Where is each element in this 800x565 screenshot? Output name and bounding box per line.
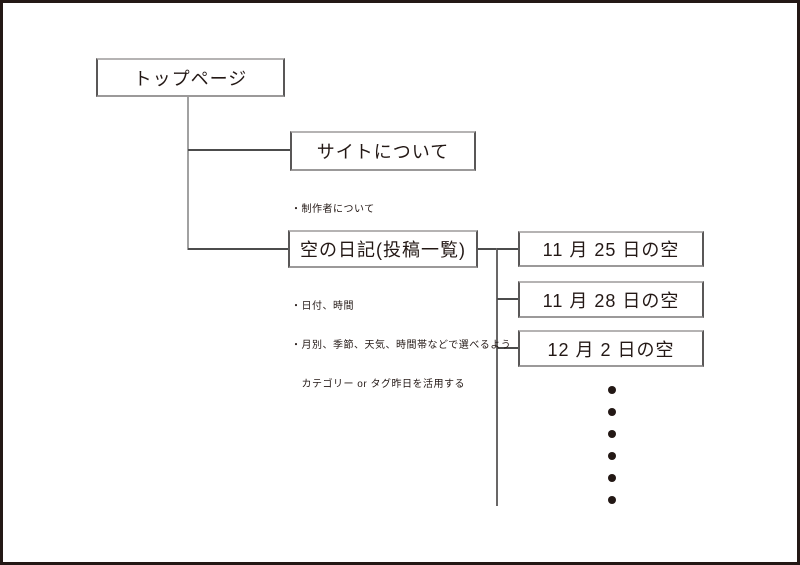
node-sky-diary-label: 空の日記(投稿一覧)	[300, 240, 466, 260]
notes-sky-diary: ・日付、時間 ・月別、季節、天気、時間帯などで選べるよう カテゴリー or タグ…	[291, 274, 511, 417]
note-line: カテゴリー or タグ昨日を活用する	[291, 379, 465, 390]
connector-branch-post-2	[497, 298, 518, 300]
ellipsis-dot	[608, 386, 616, 394]
connector-diary-to-posts	[478, 248, 498, 250]
node-about-site: サイトについて	[290, 131, 476, 171]
node-post-nov28-label: 11 月 28 日の空	[542, 290, 680, 311]
ellipsis-dot	[608, 408, 616, 416]
connector-branch-site	[188, 149, 290, 151]
node-post-nov28: 11 月 28 日の空	[518, 281, 704, 318]
note-line: ・日付、時間	[291, 301, 354, 312]
ellipsis-dot	[608, 474, 616, 482]
note-line: ・制作者について	[291, 204, 375, 215]
connector-posts-trunk	[496, 248, 498, 506]
connector-branch-post-1	[497, 248, 518, 250]
note-line: ・月別、季節、天気、時間帯などで選べるよう	[291, 340, 512, 351]
connector-branch-diary	[188, 248, 288, 250]
node-post-nov25: 11 月 25 日の空	[518, 231, 704, 267]
node-top-page: トップページ	[96, 58, 285, 97]
node-sky-diary: 空の日記(投稿一覧)	[288, 230, 478, 268]
ellipsis-dot	[608, 430, 616, 438]
ellipsis-dots	[608, 386, 616, 504]
connector-root-trunk	[187, 97, 189, 250]
node-about-site-label: サイトについて	[316, 142, 450, 162]
node-top-page-label: トップページ	[133, 68, 248, 89]
node-post-dec2-label: 12 月 2 日の空	[547, 339, 675, 360]
connector-branch-post-3	[497, 347, 518, 349]
ellipsis-dot	[608, 496, 616, 504]
node-post-nov25-label: 11 月 25 日の空	[542, 240, 680, 260]
node-post-dec2: 12 月 2 日の空	[518, 330, 704, 367]
ellipsis-dot	[608, 452, 616, 460]
